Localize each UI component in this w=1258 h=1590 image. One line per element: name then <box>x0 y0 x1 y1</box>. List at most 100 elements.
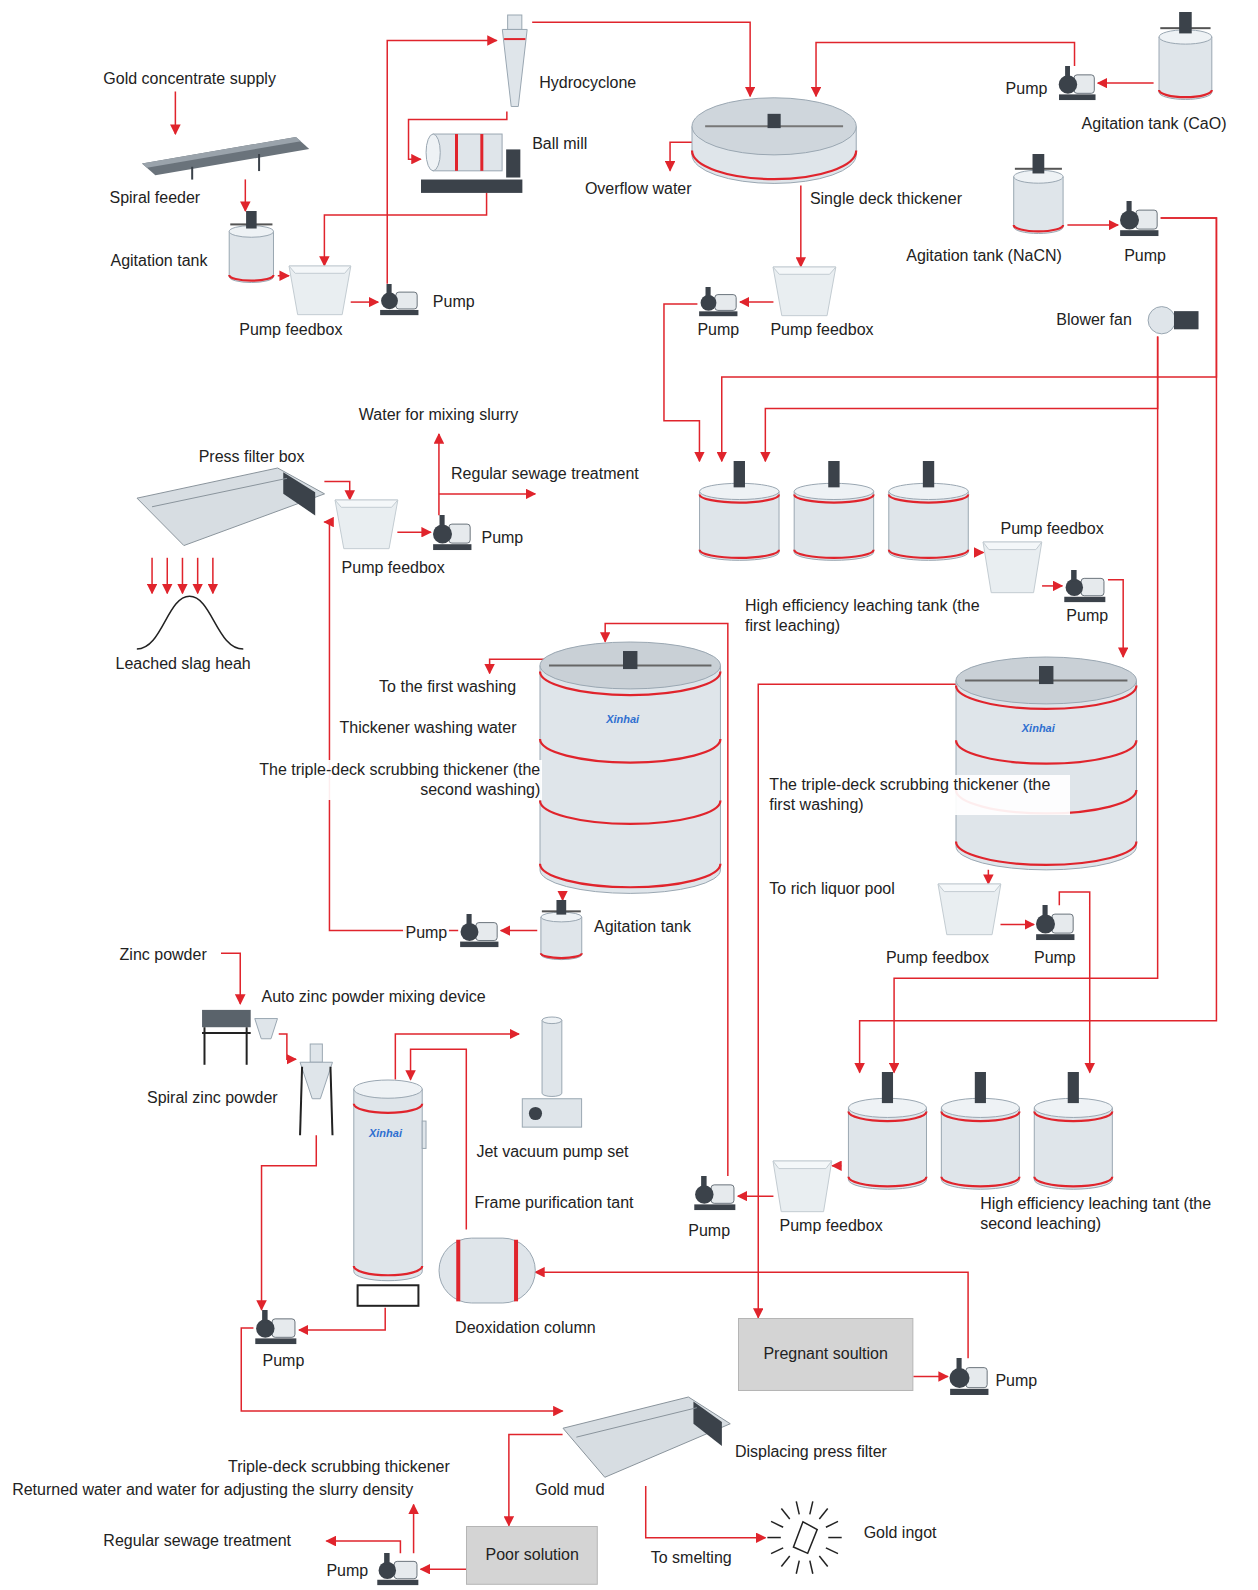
flow-line <box>501 930 538 932</box>
flow-line <box>562 893 564 900</box>
column-icon <box>350 1080 426 1308</box>
leach3-icon <box>692 461 976 562</box>
flow-note: Thickener washing water <box>338 718 519 738</box>
feedbox-icon <box>335 500 398 549</box>
equipment-label: The triple-deck scrubbing thickener (the… <box>767 775 1070 815</box>
slag-heap <box>137 596 243 649</box>
pump-unit: Pump <box>378 284 421 316</box>
flow-line <box>913 1376 947 1378</box>
equipment-label: Spiral feeder <box>107 188 202 208</box>
flow-line <box>397 531 430 533</box>
equipment-label: Hydrocyclone <box>537 73 638 93</box>
equipment-label: Agitation tank <box>108 251 209 271</box>
mill-unit: Ball mill <box>421 126 522 193</box>
flow-line <box>324 482 349 500</box>
equipment-label: Pump <box>403 923 449 943</box>
zincmix-icon <box>198 1007 279 1065</box>
pump-unit: Pump <box>1062 570 1108 603</box>
pump-icon <box>458 914 501 948</box>
equipment-label: Pump <box>1122 246 1168 266</box>
box-unit: Poor solution <box>466 1526 598 1585</box>
feedbox-icon <box>773 1161 832 1212</box>
flow-line <box>722 218 1217 461</box>
flow-line <box>299 1308 385 1330</box>
feeder-icon <box>142 137 309 180</box>
flow-note: Returned water and water for adjusting t… <box>10 1480 415 1500</box>
flow-line <box>241 1328 562 1411</box>
pump-icon <box>692 1176 738 1211</box>
flow-note: Gold concentrate supply <box>101 69 278 89</box>
equipment-label: Pump <box>993 1371 1039 1391</box>
box-unit: Pregnant soultion <box>738 1318 913 1391</box>
pump-icon <box>375 1553 421 1586</box>
tank-icon <box>1009 154 1068 235</box>
brand-mark: Xinhai <box>604 713 641 727</box>
pump-icon <box>1057 66 1098 101</box>
column-unit: Frame purification tant <box>350 1080 426 1308</box>
equipment-label: Pump <box>1032 948 1078 968</box>
flow-line <box>988 870 990 884</box>
tank-unit: Agitation tank (NaCN) <box>1009 154 1068 235</box>
pump-icon <box>431 515 474 551</box>
flow-note: Regular sewage treatment <box>449 464 641 484</box>
fan-icon <box>1145 304 1201 336</box>
pump-unit: Pump <box>1118 201 1161 237</box>
equipment-label: Pump feedbox <box>884 948 991 968</box>
feedbox-unit: Pump feedbox <box>983 542 1042 593</box>
jet-unit: Jet vacuum pump set <box>519 1017 585 1131</box>
pump-icon <box>948 1358 991 1397</box>
pump-icon <box>1034 905 1077 941</box>
feedbox-unit: Pump feedbox <box>289 266 351 315</box>
flow-line <box>279 1034 296 1059</box>
equipment-label: High efficiency leaching tant (the secon… <box>978 1194 1225 1234</box>
triple-unit: The triple-deck scrubbing thickener (the… <box>956 657 1136 870</box>
equipment-label: High efficiency leaching tank (the first… <box>743 596 995 636</box>
feedbox-icon <box>773 267 836 316</box>
feedbox-icon <box>289 266 351 315</box>
cyclone-unit: Hydrocyclone <box>497 15 532 111</box>
feedbox-unit: Pump feedbox <box>773 1161 832 1212</box>
equipment-label: Agitation tank (CaO) <box>1080 114 1229 134</box>
tank-unit: Agitation tank <box>225 211 278 284</box>
pump-unit: Pump <box>458 914 501 948</box>
flow-line <box>1001 924 1034 926</box>
equipment-label: Gold ingot <box>862 1523 939 1543</box>
pump-unit: Pump <box>948 1358 991 1397</box>
pump-unit: Pump <box>431 515 474 551</box>
equipment-label: Pump <box>695 320 741 340</box>
triple-unit: The triple-deck scrubbing thickener (the… <box>540 642 720 893</box>
tank-unit: Agitation tank (CaO) <box>1154 12 1217 101</box>
feeder-unit: Spiral feeder <box>142 137 309 180</box>
solution-label: Pregnant soultion <box>761 1344 890 1364</box>
deox-icon <box>439 1230 535 1311</box>
flow-line <box>421 1568 467 1570</box>
equipment-label: Agitation tank (NaCN) <box>904 246 1064 266</box>
tank-icon <box>1154 12 1217 101</box>
flow-line <box>860 218 1217 1073</box>
mill-icon <box>421 126 522 193</box>
equipment-label: Pump feedbox <box>768 320 875 340</box>
flow-line <box>976 552 983 554</box>
equipment-label: Frame purification tant <box>472 1193 635 1213</box>
equipment-label: Spiral zinc powder <box>145 1088 280 1108</box>
press-unit: Press filter box <box>137 468 325 554</box>
pump-unit: Pump <box>253 1310 299 1345</box>
cyclone-icon <box>497 15 532 111</box>
brand-mark: Xinhai <box>367 1127 404 1141</box>
flow-line <box>245 179 247 210</box>
feedbox-unit: Pump feedbox <box>938 884 1001 935</box>
equipment-label: Pump <box>479 528 525 548</box>
leach3-unit: High efficiency leaching tank (the first… <box>692 461 976 562</box>
flow-note: Triple-deck scrubbing thickener <box>226 1457 452 1477</box>
equipment-label: Pump feedbox <box>237 320 344 340</box>
flow-line <box>664 304 699 461</box>
brand-mark: Xinhai <box>1020 722 1057 736</box>
equipment-label: Pump <box>1064 606 1110 626</box>
spiralzinc-unit: Spiral zinc powder <box>296 1044 337 1135</box>
flow-note: To smelting <box>649 1548 734 1568</box>
tank-icon <box>537 900 586 961</box>
spiralzinc-icon <box>296 1044 337 1135</box>
flow-line <box>351 301 378 303</box>
equipment-label: Pump <box>431 292 477 312</box>
flow-line <box>1067 224 1118 226</box>
